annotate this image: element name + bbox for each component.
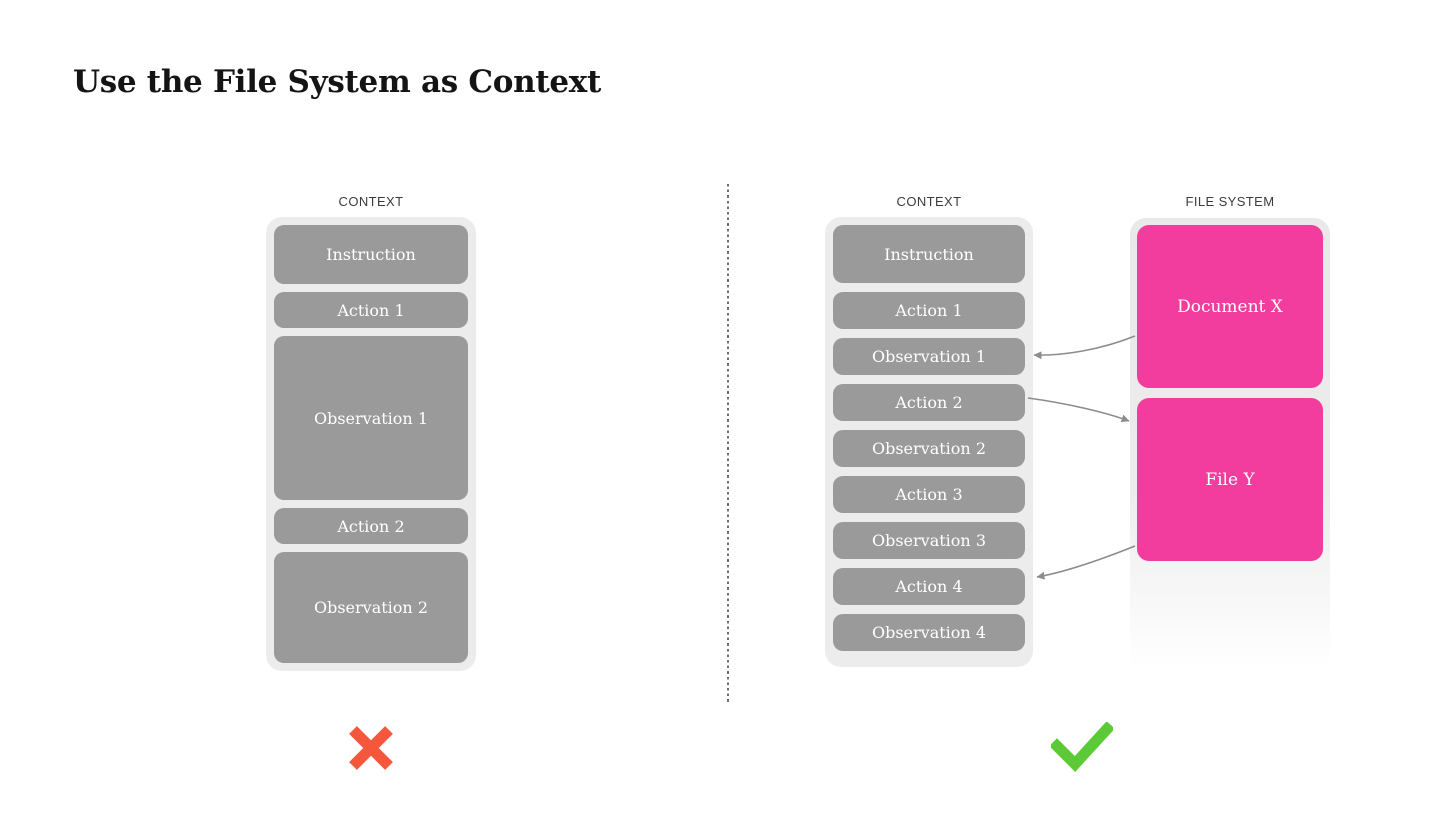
left-context-label: CONTEXT [338,194,404,209]
context-block-action-2: Action 2 [274,508,468,544]
file-block-document-x: Document X [1137,225,1323,388]
context-block-observation-4: Observation 4 [833,614,1025,651]
context-block-instruction: Instruction [274,225,468,284]
context-block-action-1: Action 1 [833,292,1025,329]
check-icon [1051,722,1113,772]
context-block-action-2: Action 2 [833,384,1025,421]
context-block-instruction: Instruction [833,225,1025,283]
context-block-action-4: Action 4 [833,568,1025,605]
file-system-label: FILE SYSTEM [1185,194,1275,209]
right-context-label: CONTEXT [896,194,962,209]
arrow-filey-to-action4 [1036,545,1136,580]
dotted-divider [727,184,729,702]
context-block-observation-1: Observation 1 [833,338,1025,375]
cross-icon [349,726,393,770]
context-block-action-1: Action 1 [274,292,468,328]
arrow-documentx-to-observation1 [1033,335,1136,360]
context-block-observation-3: Observation 3 [833,522,1025,559]
context-block-action-3: Action 3 [833,476,1025,513]
arrow-action2-to-filey [1027,397,1130,423]
page-title: Use the File System as Context [73,64,602,100]
context-block-observation-1: Observation 1 [274,336,468,500]
file-block-file-y: File Y [1137,398,1323,561]
context-block-observation-2: Observation 2 [274,552,468,663]
context-block-observation-2: Observation 2 [833,430,1025,467]
left-context-panel: Instruction Action 1 Observation 1 Actio… [266,217,476,671]
right-context-panel: Instruction Action 1 Observation 1 Actio… [825,217,1033,667]
file-system-panel: Document X File Y [1130,218,1330,670]
